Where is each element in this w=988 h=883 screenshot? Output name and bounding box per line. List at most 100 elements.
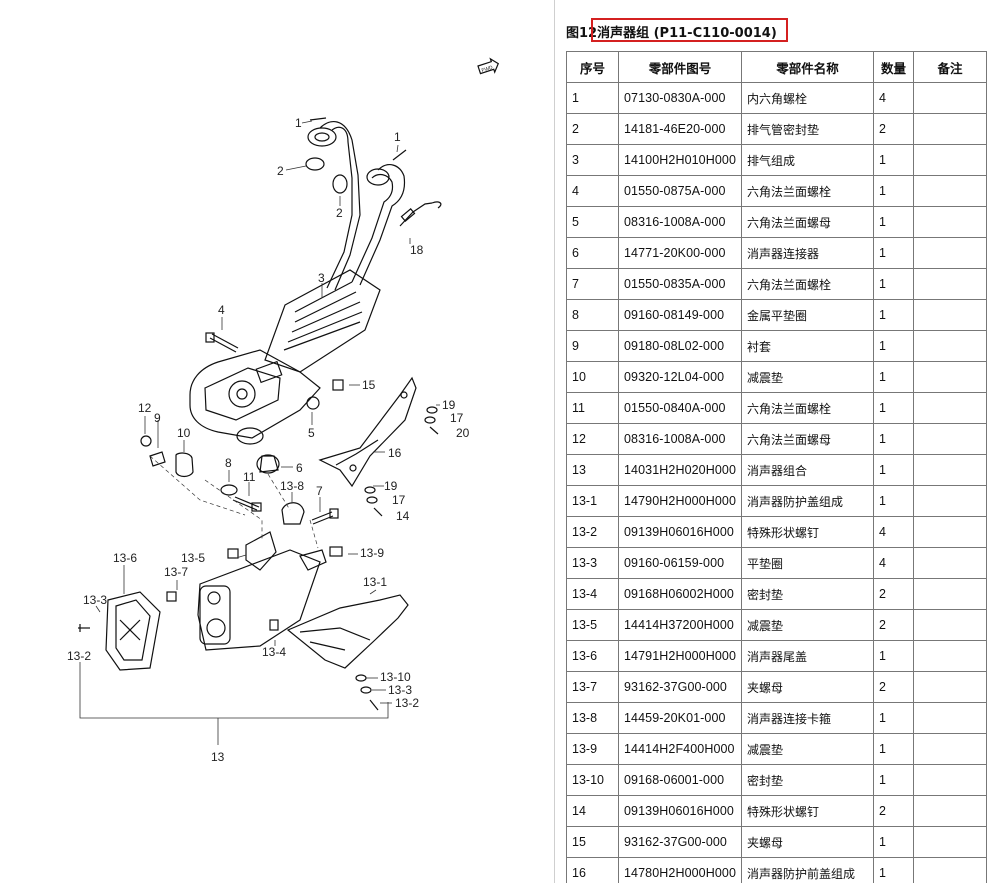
row-qty: 1 xyxy=(873,764,915,796)
row-qty: 1 xyxy=(873,299,915,331)
row-qty: 1 xyxy=(873,640,915,672)
panel-divider xyxy=(554,0,555,883)
callout-6: 6 xyxy=(296,461,303,475)
callout-13-8: 13-8 xyxy=(280,479,304,493)
row-qty: 1 xyxy=(873,423,915,455)
callout-5: 5 xyxy=(308,426,315,440)
row-part-no: 09320-12L04-000 xyxy=(617,361,743,393)
header-qty: 数量 xyxy=(873,51,915,83)
row-part-no: 09168H06002H000 xyxy=(617,578,743,610)
row-part-name: 六角法兰面螺栓 xyxy=(741,175,875,207)
row-part-name: 减震垫 xyxy=(741,609,875,641)
row-remark xyxy=(913,578,988,610)
row-part-no: 09160-08149-000 xyxy=(617,299,743,331)
row-no: 9 xyxy=(566,330,619,362)
row-remark xyxy=(913,144,988,176)
row-part-name: 消声器连接卡箍 xyxy=(741,702,875,734)
callout-3: 3 xyxy=(318,271,325,285)
row-part-no: 09139H06016H000 xyxy=(617,516,743,548)
callout-7: 7 xyxy=(316,484,323,498)
row-remark xyxy=(913,299,988,331)
row-qty: 1 xyxy=(873,206,915,238)
row-part-name: 排气组成 xyxy=(741,144,875,176)
row-part-name: 内六角螺栓 xyxy=(741,82,875,114)
callout-2b: 2 xyxy=(336,206,343,220)
row-no: 13-10 xyxy=(566,764,619,796)
row-remark xyxy=(913,423,988,455)
row-part-no: 93162-37G00-000 xyxy=(617,826,743,858)
row-qty: 2 xyxy=(873,609,915,641)
header-part-no: 零部件图号 xyxy=(617,51,743,83)
parts-list-panel: 图12 消声器组 (P11-C110-0014) 序号 零部件图号 零部件名称 … xyxy=(557,0,988,883)
callout-15: 15 xyxy=(362,378,376,392)
row-qty: 4 xyxy=(873,82,915,114)
callout-10: 10 xyxy=(177,426,191,440)
row-part-no: 14790H2H000H000 xyxy=(617,485,743,517)
row-remark xyxy=(913,113,988,145)
row-part-name: 排气管密封垫 xyxy=(741,113,875,145)
row-remark xyxy=(913,485,988,517)
row-remark xyxy=(913,392,988,424)
row-qty: 1 xyxy=(873,733,915,765)
row-part-name: 六角法兰面螺栓 xyxy=(741,392,875,424)
row-qty: 2 xyxy=(873,113,915,145)
row-qty: 4 xyxy=(873,547,915,579)
row-qty: 1 xyxy=(873,826,915,858)
row-part-name: 平垫圈 xyxy=(741,547,875,579)
header-no: 序号 xyxy=(566,51,619,83)
row-part-no: 08316-1008A-000 xyxy=(617,423,743,455)
callout-13-10: 13-10 xyxy=(380,670,411,684)
row-qty: 4 xyxy=(873,516,915,548)
title-highlight-box xyxy=(591,18,788,42)
row-part-name: 减震垫 xyxy=(741,361,875,393)
row-part-no: 14414H37200H000 xyxy=(617,609,743,641)
callout-13-1: 13-1 xyxy=(363,575,387,589)
row-part-name: 夹螺母 xyxy=(741,671,875,703)
row-part-no: 14031H2H020H000 xyxy=(617,454,743,486)
row-part-no: 14181-46E20-000 xyxy=(617,113,743,145)
row-part-name: 六角法兰面螺栓 xyxy=(741,268,875,300)
row-part-name: 减震垫 xyxy=(741,733,875,765)
row-remark xyxy=(913,640,988,672)
row-part-name: 消声器防护盖组成 xyxy=(741,485,875,517)
row-remark xyxy=(913,733,988,765)
row-no: 2 xyxy=(566,113,619,145)
callout-17b: 17 xyxy=(392,493,406,507)
row-qty: 1 xyxy=(873,361,915,393)
callout-16: 16 xyxy=(388,446,402,460)
row-no: 10 xyxy=(566,361,619,393)
callout-8: 8 xyxy=(225,456,232,470)
row-part-name: 特殊形状螺钉 xyxy=(741,516,875,548)
row-part-name: 密封垫 xyxy=(741,578,875,610)
fwd-arrow-icon: FWD xyxy=(477,57,500,75)
callout-13-7: 13-7 xyxy=(164,565,188,579)
callout-9: 9 xyxy=(154,411,161,425)
row-part-no: 01550-0840A-000 xyxy=(617,392,743,424)
row-remark xyxy=(913,857,988,883)
row-remark xyxy=(913,206,988,238)
figure-number: 图12 xyxy=(566,25,598,41)
row-remark xyxy=(913,764,988,796)
row-part-no: 14100H2H010H000 xyxy=(617,144,743,176)
callout-13-3a: 13-3 xyxy=(83,593,107,607)
row-qty: 2 xyxy=(873,578,915,610)
row-qty: 1 xyxy=(873,144,915,176)
silencer-assembly xyxy=(78,531,409,711)
header-part-name: 零部件名称 xyxy=(741,51,875,83)
